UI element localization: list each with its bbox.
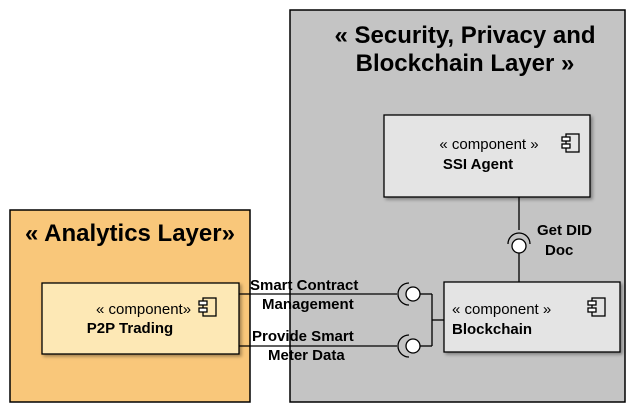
smart-meter-interface: Provide Smart Meter Data (239, 328, 432, 364)
smart-contract-label-line1: Smart Contract (250, 277, 358, 294)
smart-meter-label-line1: Provide Smart (252, 328, 354, 345)
ssi-agent-stereotype: « component » (439, 136, 538, 153)
required-socket (507, 232, 531, 245)
blockchain-stereotype: « component » (452, 301, 551, 318)
security-layer-title-line1: « Security, Privacy and (334, 22, 595, 49)
get-did-doc-label-line2: Doc (545, 242, 573, 259)
required-socket (397, 334, 410, 358)
smart-contract-label-line2: Management (262, 296, 354, 313)
provided-lollipop (405, 286, 421, 302)
p2p-trading-component[interactable]: « component» P2P Trading (41, 282, 240, 355)
blockchain-name: Blockchain (452, 321, 532, 338)
smart-meter-label-line2: Meter Data (268, 347, 345, 364)
required-socket (397, 282, 410, 306)
smart-contract-interface: Smart Contract Management (239, 277, 432, 313)
get-did-doc-label-line1: Get DID (537, 222, 592, 239)
security-layer-title-line2: Blockchain Layer » (356, 50, 575, 77)
ssi-agent-component[interactable]: « component » SSI Agent (383, 114, 591, 198)
get-did-doc-interface: Get DID Doc (507, 197, 592, 282)
ssi-agent-name: SSI Agent (443, 156, 513, 173)
blockchain-component[interactable]: « component » Blockchain (443, 281, 621, 353)
blockchain-box[interactable] (443, 281, 621, 353)
p2p-trading-stereotype: « component» (96, 301, 191, 318)
analytics-layer-title: « Analytics Layer» (25, 220, 235, 247)
p2p-trading-box[interactable] (41, 282, 240, 355)
ssi-agent-box[interactable] (383, 114, 591, 198)
provided-lollipop (405, 338, 421, 354)
p2p-trading-name: P2P Trading (87, 320, 173, 337)
blockchain-merge-connector (431, 294, 444, 346)
provided-lollipop (511, 238, 527, 254)
